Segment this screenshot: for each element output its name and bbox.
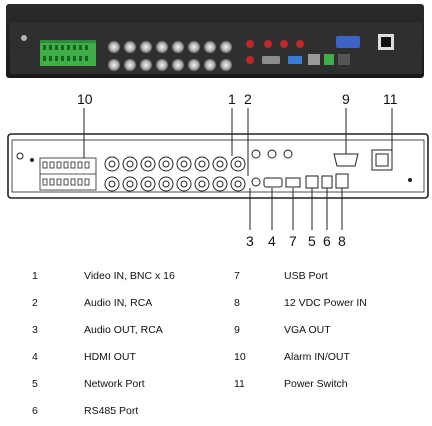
rear-panel-photo: [6, 4, 424, 78]
callout-3: 3: [246, 233, 254, 249]
legend-label: Video IN, BNC x 16: [84, 270, 175, 282]
legend-label: USB Port: [284, 270, 328, 282]
callout-9: 9: [342, 91, 350, 107]
audio-rca-photo: [246, 40, 304, 64]
legend-number: 11: [234, 378, 245, 390]
callout-4: 4: [268, 233, 276, 249]
callout-1: 1: [228, 91, 236, 107]
callout-10: 10: [77, 91, 93, 107]
legend-label: Network Port: [84, 378, 145, 390]
legend-number: 7: [234, 270, 240, 282]
legend-number: 1: [32, 270, 38, 282]
alarm-terminal-block-diagram: [39, 157, 97, 191]
rear-panel-diagram: 10 1 2 9 11 3 4 7 5 6 8: [7, 91, 429, 249]
callout-7: 7: [289, 233, 297, 249]
legend-number: 5: [32, 378, 38, 390]
legend-label: Alarm IN/OUT: [284, 351, 350, 363]
callout-8: 8: [338, 233, 346, 249]
legend-label: Audio IN, RCA: [84, 297, 153, 309]
legend-label: Audio OUT, RCA: [84, 324, 163, 336]
callout-11: 11: [383, 91, 398, 107]
callout-2: 2: [244, 91, 252, 107]
legend-number: 2: [32, 297, 38, 309]
callout-5: 5: [308, 233, 316, 249]
legend-label: HDMI OUT: [84, 351, 136, 363]
legend-number: 4: [32, 351, 38, 363]
legend-number: 10: [234, 351, 246, 363]
bnc-connectors-photo: [108, 41, 232, 71]
legend-label: Power Switch: [284, 378, 348, 390]
legend-label: 12 VDC Power IN: [284, 297, 367, 309]
legend-number: 3: [32, 324, 38, 336]
legend-label: RS485 Port: [84, 405, 139, 417]
legend-number: 8: [234, 297, 240, 309]
legend-number: 6: [32, 405, 38, 417]
legend-label: VGA OUT: [284, 324, 331, 336]
callout-6: 6: [323, 233, 331, 249]
bnc-connectors-diagram: [104, 156, 246, 192]
alarm-terminal-block-photo: [40, 40, 96, 66]
legend-number: 9: [234, 324, 240, 336]
